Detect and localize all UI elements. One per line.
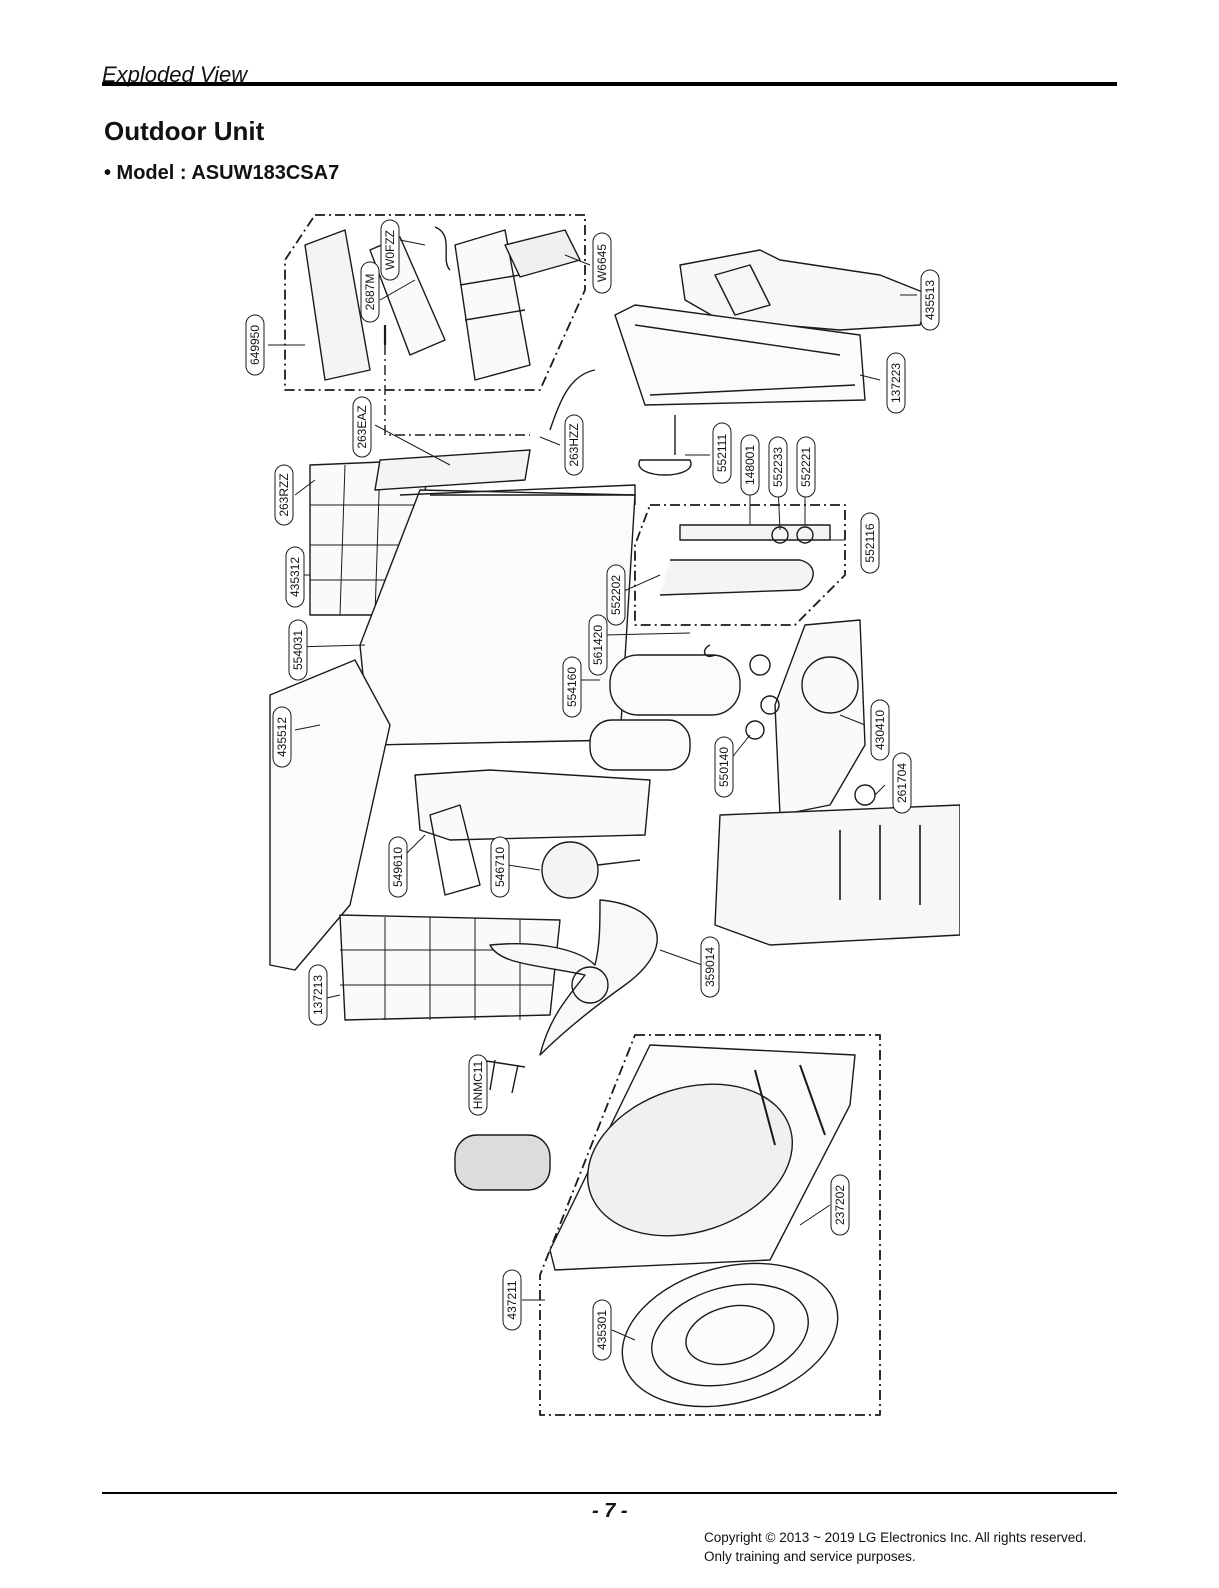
fan-opening-ring: [586, 1083, 794, 1237]
sensor-wire: [549, 369, 596, 431]
label-649950: 649950: [248, 325, 262, 365]
callout-561420: 561420: [588, 614, 608, 676]
side-panel-valve: [774, 619, 866, 816]
side-panel-top: [614, 304, 866, 406]
label-554160: 554160: [565, 667, 579, 707]
label-263RZZ: 263RZZ: [277, 473, 291, 516]
label-552202: 552202: [609, 575, 623, 615]
callout-148001: 148001: [740, 434, 760, 496]
page-number: - 7 -: [592, 1500, 628, 1522]
header-rule: [102, 82, 1117, 86]
callout-359014: 359014: [700, 936, 720, 998]
front-assembly-group-outline: [539, 1034, 881, 1416]
callout-435512: 435512: [272, 706, 292, 768]
callout-137213: 137213: [308, 964, 328, 1026]
label-2687M: 2687M: [363, 274, 377, 311]
pcb-board: [504, 229, 581, 278]
copyright-block: Copyright © 2013 ~ 2019 LG Electronics I…: [704, 1528, 1087, 1566]
label-359014: 359014: [703, 947, 717, 987]
copyright-line-2: Only training and service purposes.: [704, 1549, 916, 1564]
motor-bracket: [414, 769, 651, 841]
control-box-group-outline: [284, 214, 586, 391]
label-148001: 148001: [743, 445, 757, 485]
callout-137223: 137223: [886, 352, 906, 414]
cylinder-part: [454, 1134, 551, 1191]
label-549610: 549610: [391, 847, 405, 887]
label-137213: 137213: [311, 975, 325, 1015]
pipe-assembly: [659, 524, 831, 596]
label-552233: 552233: [771, 447, 785, 487]
label-437211: 437211: [505, 1280, 519, 1319]
callout-435312: 435312: [285, 546, 305, 608]
label-552116: 552116: [863, 523, 877, 562]
base-pan: [714, 804, 960, 946]
control-box-frame: [454, 229, 531, 381]
label-HNMC11: HNMC11: [471, 1060, 485, 1109]
callout-263RZZ: 263RZZ: [274, 464, 294, 526]
callout-2687M: 2687M: [360, 261, 380, 323]
callout-546710: 546710: [490, 836, 510, 898]
label-552221: 552221: [799, 447, 813, 487]
propeller-fan: [489, 899, 658, 1056]
callout-HNMC11: HNMC11: [468, 1054, 488, 1116]
label-435312: 435312: [288, 557, 302, 597]
routing-line: [384, 325, 530, 436]
compressor-lower: [589, 719, 691, 771]
label-435513: 435513: [923, 280, 937, 320]
callout-263EAZ: 263EAZ: [352, 396, 372, 458]
hnmc-bracket: [479, 1059, 526, 1094]
label-237202: 237202: [833, 1185, 847, 1225]
callout-549610: 549610: [388, 836, 408, 898]
callout-W6645: W6645: [592, 232, 612, 294]
label-263EAZ: 263EAZ: [355, 405, 369, 448]
page-heading: Outdoor Unit: [104, 116, 265, 146]
footer-rule: [102, 1492, 1117, 1494]
label-550140: 550140: [717, 747, 731, 787]
compressor-upper: [609, 654, 741, 716]
fan-guard: [621, 1262, 839, 1408]
callout-649950: 649950: [245, 314, 265, 376]
label-552111: 552111: [715, 434, 729, 473]
callout-552111: 552111: [712, 422, 732, 484]
label-430410: 430410: [873, 710, 887, 750]
label-435512: 435512: [275, 717, 289, 757]
callout-237202: 237202: [830, 1174, 850, 1236]
label-137223: 137223: [889, 363, 903, 403]
callout-550140: 550140: [714, 736, 734, 798]
callout-430410: 430410: [870, 699, 890, 761]
label-435301: 435301: [595, 1310, 609, 1350]
valve-pipe-group-outline: [634, 504, 846, 626]
label-554031: 554031: [291, 630, 305, 670]
copyright-line-1: Copyright © 2013 ~ 2019 LG Electronics I…: [704, 1530, 1087, 1545]
callout-552221: 552221: [796, 436, 816, 498]
label-261704: 261704: [895, 763, 909, 803]
label-546710: 546710: [493, 847, 507, 887]
callout-435513: 435513: [920, 269, 940, 331]
front-grille: [339, 914, 561, 1021]
label-W0FZZ: W0FZZ: [383, 230, 397, 270]
callout-552202: 552202: [606, 564, 626, 626]
model-line: • Model : ASUW183CSA7: [104, 162, 340, 184]
label-561420: 561420: [591, 625, 605, 665]
callout-554160: 554160: [562, 656, 582, 718]
callout-261704: 261704: [892, 752, 912, 814]
callout-263HZZ: 263HZZ: [564, 414, 584, 476]
callout-552233: 552233: [768, 436, 788, 498]
front-panel: [269, 659, 391, 971]
exploded-view-diagram: 649950 2687M W0FZZ W6645 435513 137223 2…: [245, 214, 960, 1416]
callout-435301: 435301: [592, 1299, 612, 1361]
harness-wire: [434, 226, 451, 271]
control-cover-panel: [304, 229, 371, 381]
callout-552116: 552116: [860, 512, 880, 574]
label-263HZZ: 263HZZ: [567, 423, 581, 466]
fan-motor: [541, 841, 599, 899]
callout-554031: 554031: [288, 619, 308, 681]
callout-W0FZZ: W0FZZ: [380, 219, 400, 281]
label-W6645: W6645: [595, 244, 609, 282]
callout-437211: 437211: [502, 1269, 522, 1331]
